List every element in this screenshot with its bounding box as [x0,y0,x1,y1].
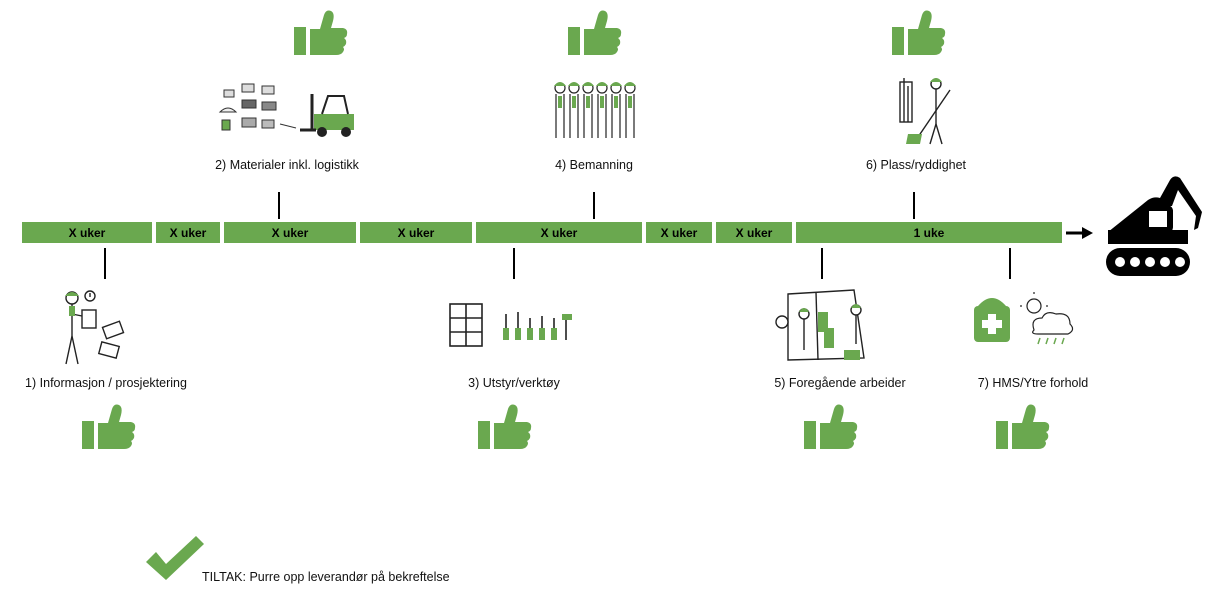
thumbs-up-icon [80,403,136,451]
thumbs-up-icon [994,403,1050,451]
timeline-segment: 1 uke [796,222,1062,243]
cleaning-worker-icon [899,78,951,145]
preceding-works-icon [775,289,865,361]
timeline-segment: X uker [22,222,152,243]
materials-forklift-icon [218,83,354,137]
tick-step-2 [278,192,280,219]
thumbs-up-icon [890,9,946,57]
worker-documents-icon [65,290,125,365]
tick-step-7 [1009,248,1011,279]
timeline-segment: X uker [716,222,792,243]
step-7-label: 7) HMS/Ytre forhold [977,376,1089,390]
excavator-icon [1106,176,1202,276]
timeline-segment: X uker [646,222,712,243]
thumbs-up-icon [292,9,348,57]
tick-step-5 [821,248,823,279]
timeline-segment: X uker [360,222,472,243]
timeline-segment: X uker [476,222,642,243]
tick-step-6 [913,192,915,219]
step-5-label: 5) Foregående arbeider [774,376,906,390]
step-1-label: 1) Informasjon / prosjektering [25,376,187,390]
action-text: TILTAK: Purre opp leverandør på bekrefte… [202,570,450,584]
timeline-segment: X uker [156,222,220,243]
thumbs-up-icon [566,9,622,57]
scaffold-tools-icon [449,303,572,347]
thumbs-up-icon [476,403,532,451]
tick-step-1 [104,248,106,279]
thumbs-up-icon [802,403,858,451]
tick-step-3 [513,248,515,279]
check-mark-icon [146,536,204,580]
step-6-label: 6) Plass/ryddighet [865,158,967,172]
step-2-label: 2) Materialer inkl. logistikk [215,158,359,172]
hms-weather-icon [974,292,1074,345]
timeline-segment: X uker [224,222,356,243]
step-4-label: 4) Bemanning [555,158,633,172]
arrow-right-icon [1066,227,1093,239]
workforce-crew-icon [554,82,636,138]
step-3-label: 3) Utstyr/verktøy [468,376,560,390]
tick-step-4 [593,192,595,219]
